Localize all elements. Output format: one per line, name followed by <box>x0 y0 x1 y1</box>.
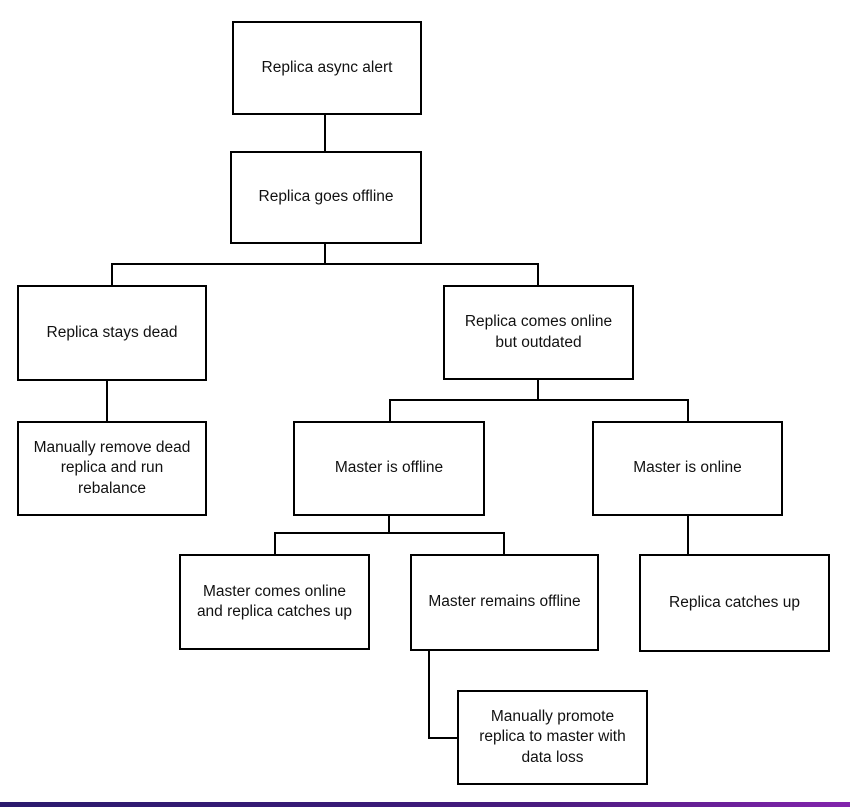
connector-branch2-left-drop <box>389 399 391 421</box>
connector-branch3-horizontal <box>274 532 505 534</box>
footer-accent-bar <box>0 802 850 807</box>
node-replica-async-alert: Replica async alert <box>232 21 422 115</box>
node-label: Master comes online and replica catches … <box>196 582 353 620</box>
connector-master-online-to-catches-up <box>687 516 689 554</box>
node-label: Master is offline <box>334 459 444 477</box>
connector-master-offline-stem <box>388 516 390 533</box>
connector-stays-dead-to-remove <box>106 381 108 421</box>
node-replica-catches-up: Replica catches up <box>639 554 830 652</box>
node-label: Replica comes online but outdated <box>464 313 613 351</box>
node-master-comes-online-replica-catches-up: Master comes online and replica catches … <box>179 554 370 650</box>
node-master-is-online: Master is online <box>592 421 783 516</box>
connector-branch2-horizontal <box>389 399 689 401</box>
node-label: Replica catches up <box>669 593 800 611</box>
node-replica-comes-online-but-outdated: Replica comes online but outdated <box>443 285 634 380</box>
connector-branch3-right-drop <box>503 532 505 554</box>
node-manually-promote-replica: Manually promote replica to master with … <box>457 690 648 785</box>
connector-goes-offline-stem <box>324 244 326 264</box>
node-label: Replica stays dead <box>46 323 178 341</box>
connector-remains-offline-elbow-vertical <box>428 651 430 739</box>
connector-outdated-stem <box>537 380 539 400</box>
node-master-is-offline: Master is offline <box>293 421 485 516</box>
connector-branch1-right-drop <box>537 263 539 285</box>
node-master-remains-offline: Master remains offline <box>410 554 599 651</box>
node-replica-goes-offline: Replica goes offline <box>230 151 422 244</box>
node-label: Replica goes offline <box>258 188 394 206</box>
node-label: Master remains offline <box>428 593 581 611</box>
node-label: Manually remove dead replica and run reb… <box>33 439 191 497</box>
connector-branch1-horizontal <box>111 263 539 265</box>
connector-branch2-right-drop <box>687 399 689 421</box>
connector-alert-to-goes-offline <box>324 115 326 151</box>
node-label: Master is online <box>633 459 742 477</box>
node-label: Replica async alert <box>261 58 393 76</box>
node-manually-remove-dead-replica: Manually remove dead replica and run reb… <box>17 421 207 516</box>
node-label: Manually promote replica to master with … <box>479 708 626 766</box>
node-replica-stays-dead: Replica stays dead <box>17 285 207 381</box>
connector-branch1-left-drop <box>111 263 113 285</box>
connector-branch3-left-drop <box>274 532 276 554</box>
connector-remains-offline-elbow-horizontal <box>428 737 457 739</box>
